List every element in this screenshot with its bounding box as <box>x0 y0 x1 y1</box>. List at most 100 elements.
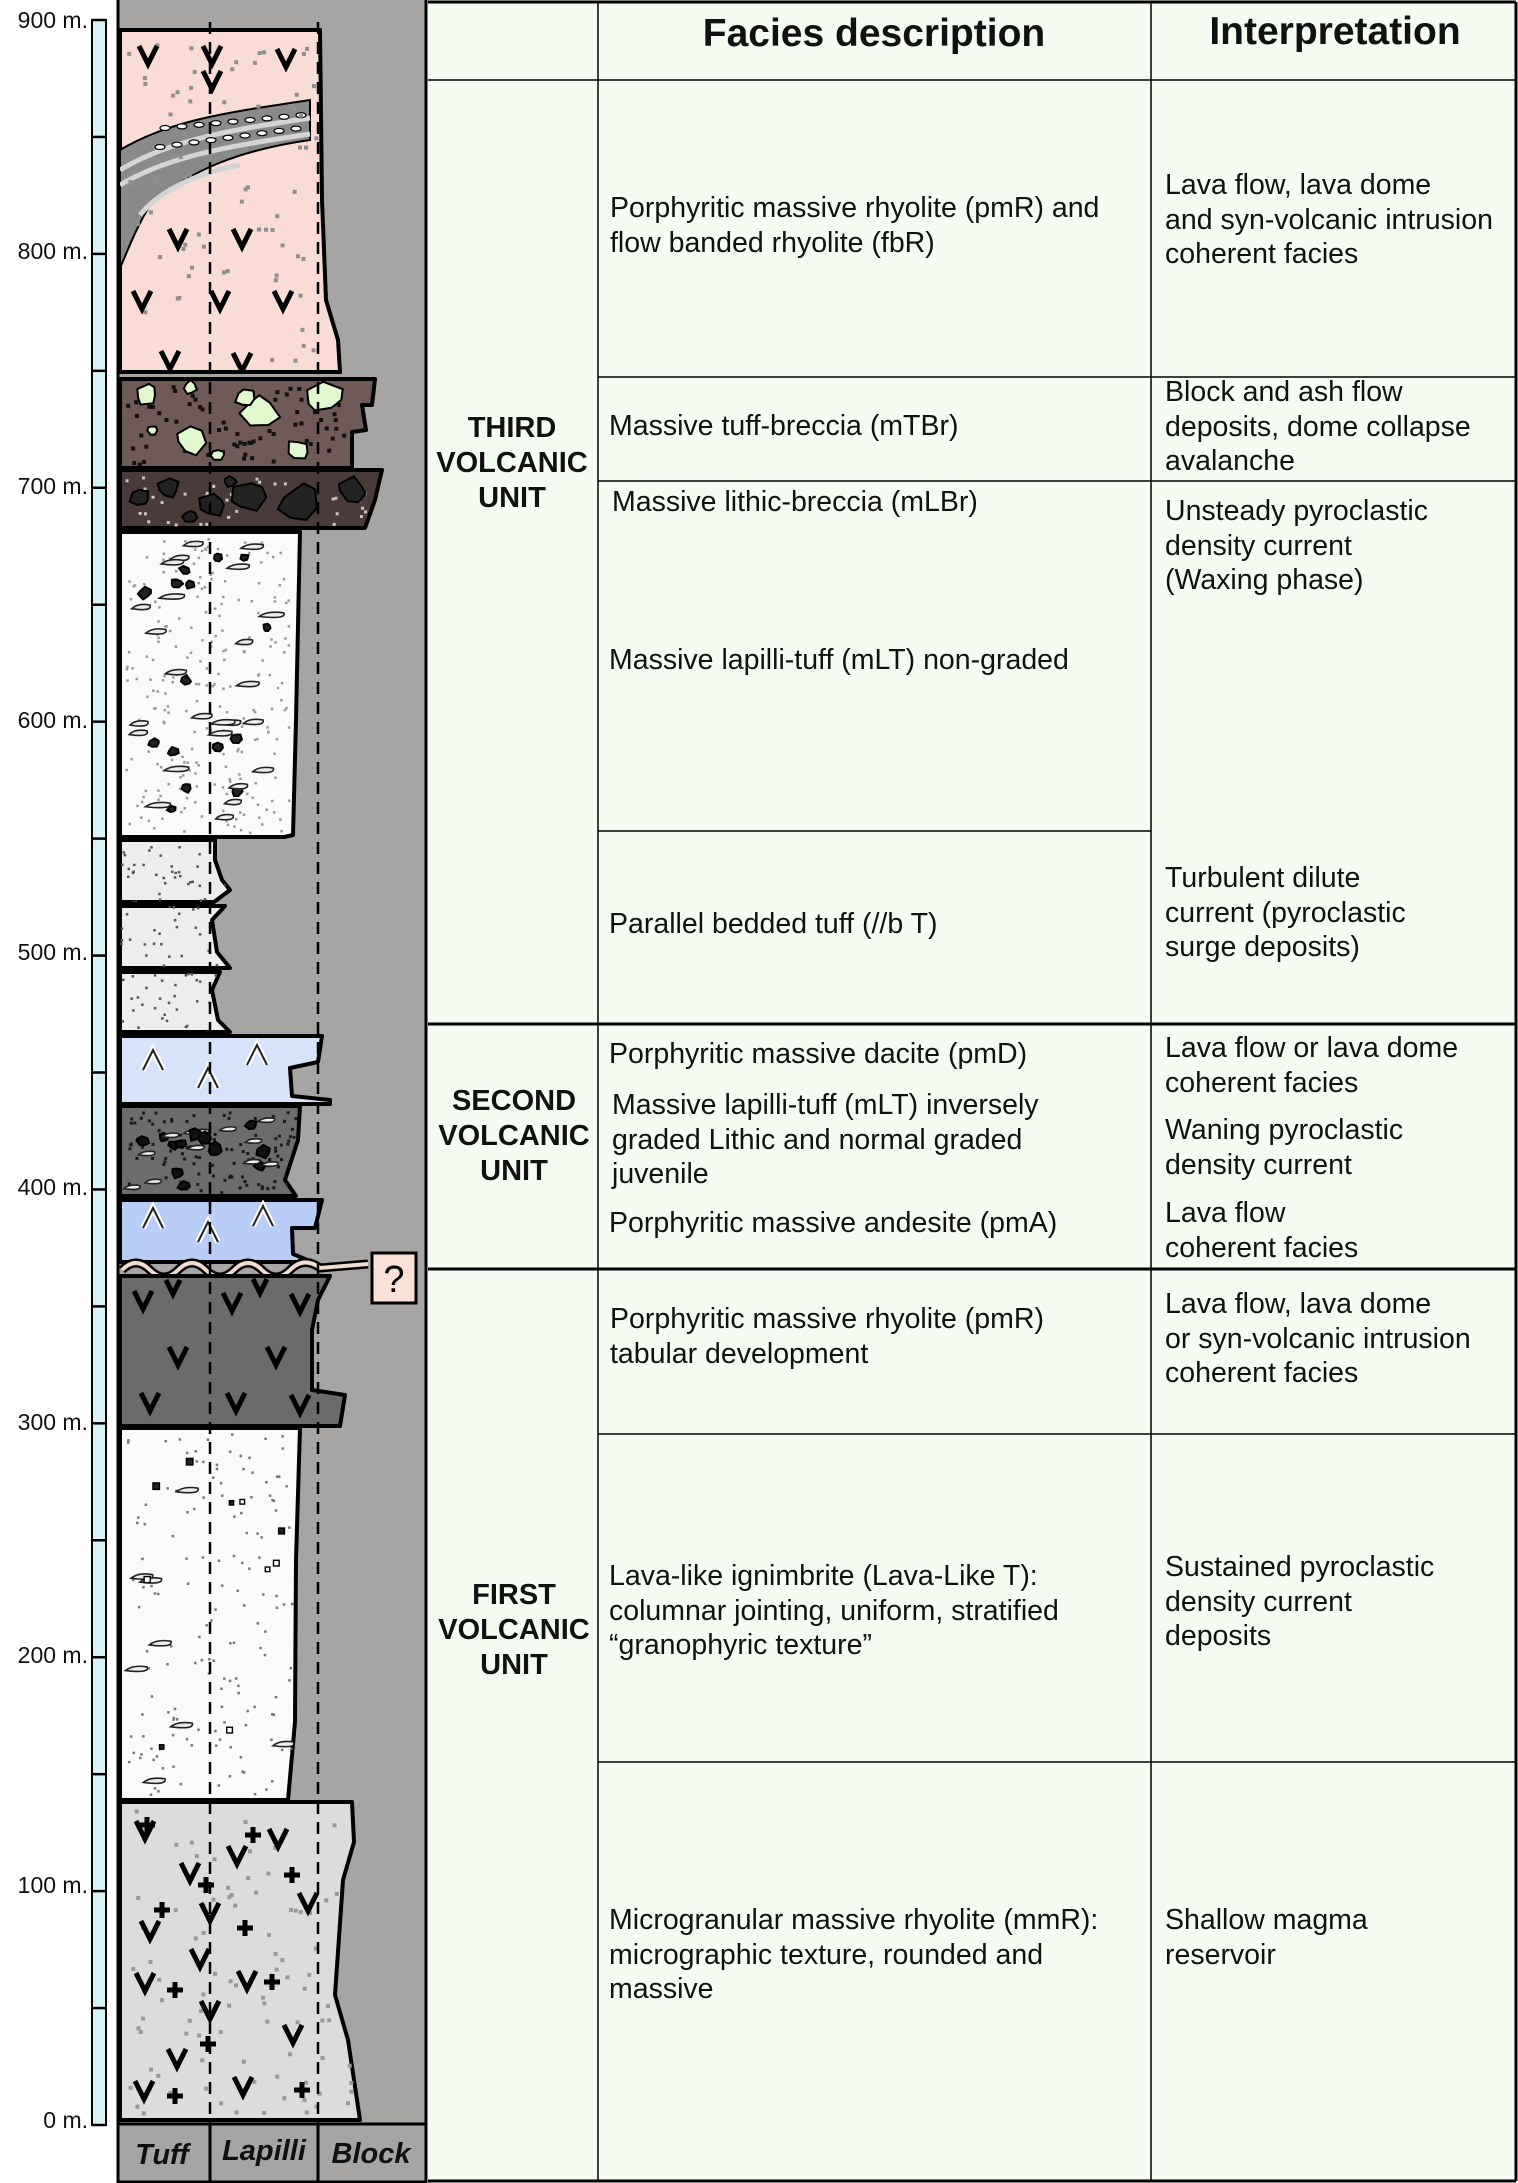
v-symbol <box>220 1291 244 1317</box>
speckle <box>282 1603 286 1606</box>
speckle <box>168 955 171 958</box>
speckle <box>201 639 204 642</box>
speckle <box>218 1738 222 1741</box>
speckle <box>233 1515 236 1518</box>
speckle <box>299 397 304 402</box>
speckle <box>229 1893 234 1898</box>
speckle <box>256 803 260 806</box>
speckle <box>177 912 181 916</box>
speckle <box>335 512 339 516</box>
speckle <box>285 1975 290 1980</box>
speckle <box>129 1142 133 1146</box>
speckle <box>220 1191 224 1195</box>
elongate-clast <box>163 668 188 676</box>
speckle <box>220 1494 224 1497</box>
speckle <box>127 51 132 56</box>
speckle <box>138 718 141 722</box>
facies-pmd: Porphyritic massive dacite (pmD) <box>609 1038 1028 1070</box>
speckle <box>189 85 194 90</box>
speckle <box>128 1147 132 1151</box>
clast <box>233 388 256 407</box>
speckle <box>327 448 332 453</box>
speckle <box>185 1557 188 1560</box>
flow-band-light <box>120 115 311 217</box>
vesicle <box>256 130 268 137</box>
speckle <box>272 1499 276 1503</box>
speckle <box>295 2020 300 2025</box>
speckle <box>224 883 227 886</box>
v-symbol <box>230 351 254 372</box>
speckle <box>142 863 145 867</box>
speckle <box>185 709 188 713</box>
speckle <box>274 1509 278 1512</box>
speckle <box>212 484 216 488</box>
speckle <box>162 1163 166 1167</box>
speckle <box>197 764 200 767</box>
second-volcanic-unit-label: SECOND VOLCANIC UNIT <box>438 1085 590 1187</box>
plus-symbol <box>284 1867 300 1883</box>
speckle <box>280 698 283 702</box>
speckle <box>127 651 131 654</box>
speckle <box>221 629 224 632</box>
speckle <box>232 1641 236 1644</box>
clast <box>128 488 150 506</box>
speckle <box>225 269 230 274</box>
speckle <box>149 1793 153 1796</box>
speckle <box>215 1463 219 1467</box>
speckle <box>235 432 240 437</box>
speckle <box>274 641 277 644</box>
speckle <box>131 1578 135 1582</box>
speckle <box>347 2063 352 2068</box>
speckle <box>311 84 316 89</box>
speckle <box>275 1475 279 1478</box>
lithology-column: ? <box>118 28 418 2122</box>
speckle <box>122 851 126 854</box>
speckle <box>257 51 262 56</box>
speckle <box>300 327 305 332</box>
speckle <box>145 954 148 957</box>
plus-symbol <box>237 1920 253 1936</box>
vesicle <box>210 120 222 127</box>
crystal <box>185 1457 194 1466</box>
speckle <box>210 577 213 581</box>
speckle <box>222 1113 226 1117</box>
speckle <box>280 1958 285 1963</box>
v-symbol <box>166 227 190 253</box>
speckle <box>237 1684 240 1688</box>
speckle <box>288 1679 291 1682</box>
speckle <box>201 1992 206 1997</box>
speckle <box>175 90 180 95</box>
speckle <box>135 222 140 227</box>
speckle <box>225 554 229 557</box>
speckle <box>153 929 156 932</box>
speckle <box>205 727 209 730</box>
speckle <box>143 1522 147 1526</box>
elongate-clast <box>136 1150 156 1157</box>
speckle <box>195 699 199 703</box>
elongate-clast <box>225 563 251 571</box>
speckle <box>196 595 199 599</box>
speckle <box>270 638 273 641</box>
speckle <box>212 1476 215 1479</box>
layer-parallel-bedded-tuff-bed <box>118 970 232 1034</box>
speckle <box>332 1823 337 1828</box>
v-symbol <box>138 1919 162 1945</box>
v-symbol <box>132 2079 156 2105</box>
crystal <box>158 1744 165 1750</box>
clast <box>196 1130 212 1145</box>
speckle <box>273 278 278 283</box>
speckle <box>168 629 172 633</box>
speckle <box>162 720 165 724</box>
speckle <box>298 293 303 298</box>
speckle <box>161 679 165 682</box>
speckle <box>194 801 197 804</box>
speckle <box>326 2004 331 2009</box>
layer-parallel-bedded-tuff-bed <box>118 904 232 970</box>
clast <box>180 783 192 794</box>
speckle <box>186 1582 190 1585</box>
speckle <box>121 863 124 867</box>
speckle <box>173 1908 178 1913</box>
speckle <box>245 1531 249 1535</box>
speckle <box>265 808 268 811</box>
speckle <box>232 1161 236 1165</box>
